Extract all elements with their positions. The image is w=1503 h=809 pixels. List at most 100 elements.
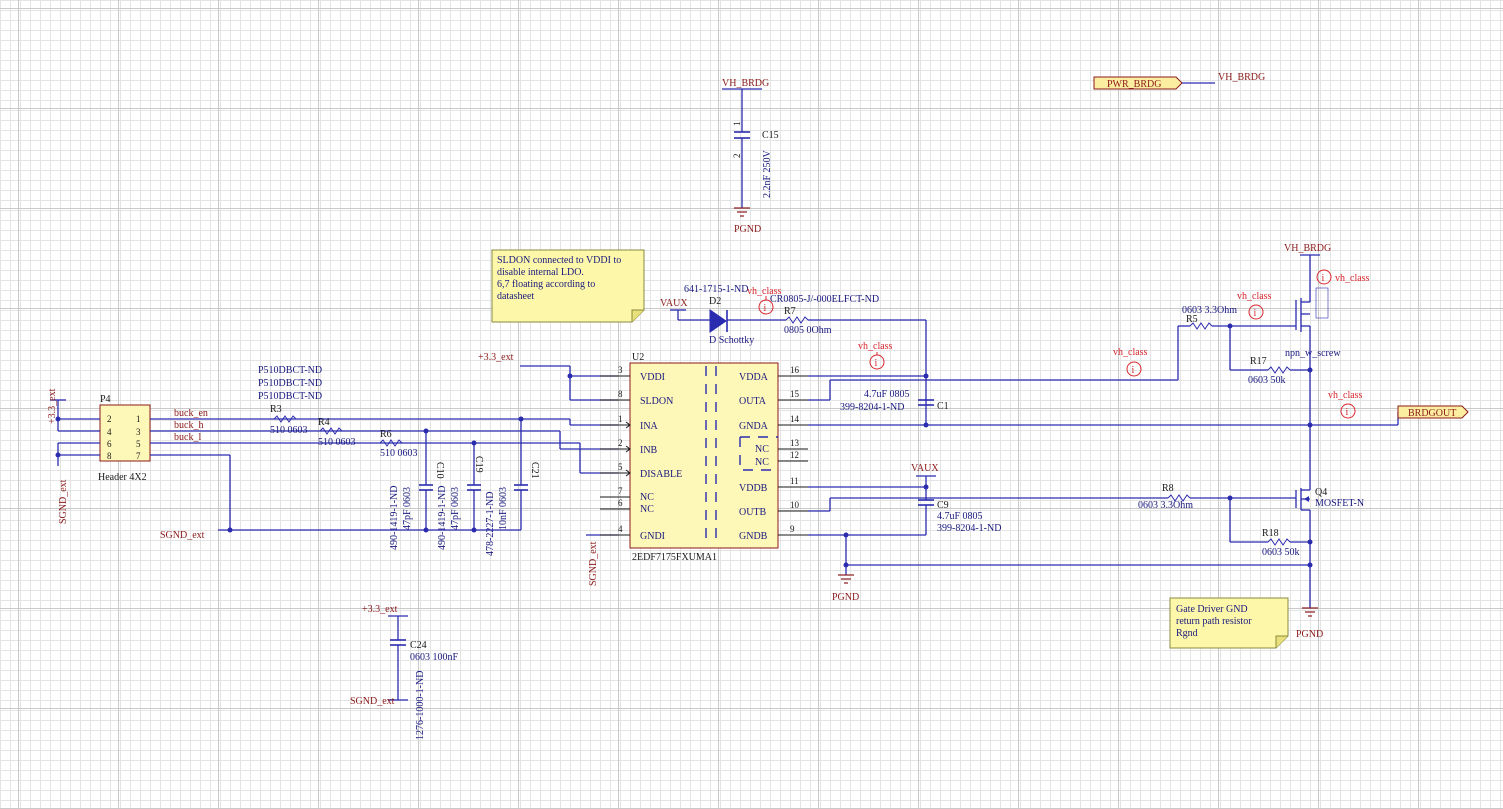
c19-value: 47pF 0603	[450, 487, 461, 530]
p4-pin-5: 5	[136, 439, 141, 449]
info-circle-icon: i	[1132, 365, 1135, 376]
pin-8-num: 8	[618, 389, 623, 399]
directive-vh-class-d2[interactable]: vh_class i	[747, 286, 782, 315]
diode-d2[interactable]: D2 641-1715-1-ND D Schottky	[684, 284, 754, 346]
net-label-vh-brdg-port: VH_BRDG	[1218, 72, 1265, 83]
pin-9-num: 9	[790, 524, 795, 534]
capacitor-c19[interactable]: C19 490-1419-1-ND 47pF 0603	[437, 440, 484, 551]
d2-comment: D Schottky	[709, 335, 754, 346]
directive-vh-class-r5-label: vh_class	[1237, 291, 1272, 302]
r7-part: CR0805-J/-000ELFCT-ND	[770, 294, 879, 305]
net-label-buck-en: buck_en	[174, 408, 208, 419]
pin-1-num: 1	[618, 414, 623, 424]
pin-vddi: VDDI	[640, 372, 665, 383]
pin-13-num: 13	[790, 438, 800, 448]
directive-vh-class-outa-label: vh_class	[858, 341, 893, 352]
p4-comment: Header 4X2	[98, 472, 147, 483]
capacitor-c1[interactable]: C1 4.7uF 0805 399-8204-1-ND	[840, 389, 949, 413]
resistor-r4[interactable]: R4 510 0603	[318, 417, 356, 448]
q4-comment: MOSFET-N	[1315, 498, 1364, 509]
r8-designator: R8	[1162, 483, 1174, 494]
ground-symbol-gndb	[838, 574, 854, 584]
mosfet-q4[interactable]: Q4 MOSFET-N	[1295, 487, 1364, 511]
c10-part: 490-1419-1-ND	[389, 486, 400, 550]
port-brdgout[interactable]: BRDGOUT	[1397, 405, 1469, 419]
pin-5-num: 5	[618, 462, 623, 472]
note-sldon[interactable]: SLDON connected to VDDI to disable inter…	[491, 249, 645, 323]
capacitor-c10[interactable]: C10 490-1419-1-ND 47pF 0603	[389, 428, 445, 551]
directive-vh-class-r5[interactable]: vh_class i	[1237, 291, 1272, 320]
r7-designator: R7	[784, 306, 796, 317]
directive-vh-class-brdgout[interactable]: vh_class i	[1328, 390, 1363, 419]
r18-designator: R18	[1262, 528, 1279, 539]
p4-pin-8: 8	[107, 451, 112, 461]
info-circle-icon: i	[1322, 273, 1325, 284]
r5-value: 0603 3.3Ohm	[1182, 305, 1237, 316]
pin-12-num: 12	[790, 450, 799, 460]
pin-15-num: 15	[790, 389, 800, 399]
p4-pin-3: 3	[136, 427, 141, 437]
note-gate-driver[interactable]: Gate Driver GND return path resistor Rgn…	[1169, 597, 1289, 649]
port-brdgout-label: BRDGOUT	[1408, 408, 1456, 419]
pin-inb: INB	[640, 445, 658, 456]
pin-nc-12: NC	[755, 457, 769, 468]
ground-symbol-q4	[1302, 607, 1318, 617]
pin-outa: OUTA	[739, 396, 767, 407]
pin-4-num: 4	[618, 524, 623, 534]
c19-part: 490-1419-1-ND	[437, 486, 448, 550]
resistor-r8[interactable]: R8 0603 3.3Ohm	[1138, 483, 1193, 511]
capacitor-c9[interactable]: C9 4.7uF 0805 399-8204-1-ND	[918, 499, 1001, 535]
r17-designator: R17	[1250, 356, 1267, 367]
resistor-r17[interactable]: R17 0603 50k	[1248, 356, 1291, 386]
net-label-pgnd-c15: PGND	[734, 224, 761, 235]
capacitor-c24[interactable]: C24 0603 100nF 1276-1000-1-ND	[390, 639, 459, 740]
pin-10-num: 10	[790, 500, 800, 510]
transistor-npn-w-screw[interactable]: npn_w_screw	[1285, 287, 1341, 359]
c21-designator: C21	[529, 462, 540, 479]
directive-vh-class-outa[interactable]: vh_class i	[858, 341, 893, 370]
c24-part: 1276-1000-1-ND	[415, 671, 426, 740]
info-circle-icon: i	[875, 358, 878, 369]
directive-vh-class-outa-right-label: vh_class	[1113, 347, 1148, 358]
net-label-buck-l: buck_l	[174, 432, 201, 443]
port-pwr-brdg[interactable]: PWR_BRDG VH_BRDG	[1093, 72, 1265, 90]
capacitor-c15[interactable]: VH_BRDG 1 2 C15 2.2nF 250V PGND	[722, 78, 779, 235]
pin-7-num: 7	[618, 486, 623, 496]
pin-gndb: GNDB	[739, 531, 768, 542]
directive-vh-class-outa-right[interactable]: vh_class i	[1113, 347, 1148, 377]
header-part-3: P510DBCT-ND	[258, 391, 322, 402]
pin-disable: DISABLE	[640, 469, 682, 480]
r18-value: 0603 50k	[1262, 547, 1300, 558]
resistor-r5[interactable]: R5 0603 3.3Ohm	[1182, 305, 1237, 330]
net-label-vh-brdg-c15: VH_BRDG	[722, 78, 769, 89]
c15-designator: C15	[762, 130, 779, 141]
c1-value: 4.7uF 0805	[864, 389, 910, 400]
resistor-r3[interactable]: R3 510 0603	[270, 404, 308, 436]
c9-designator: C9	[937, 500, 949, 511]
resistor-r7[interactable]: R7 0805 0Ohm CR0805-J/-000ELFCT-ND	[770, 294, 879, 336]
c19-designator: C19	[473, 456, 484, 473]
net-label-vaux-d2: VAUX	[660, 298, 688, 309]
header-p4[interactable]: P4 2 4 6 8 1 3 5 7 Header 4X2 +3.3_ext S…	[47, 388, 230, 524]
note-gate-line1: Gate Driver GND	[1176, 604, 1248, 615]
c24-designator: C24	[410, 640, 427, 651]
p4-pin-4: 4	[107, 427, 112, 437]
c21-value: 10nF 0603	[498, 487, 509, 530]
pin-vddb: VDDB	[739, 483, 768, 494]
d2-part: 641-1715-1-ND	[684, 284, 748, 295]
resistor-r6[interactable]: R6 510 0603	[379, 429, 418, 459]
resistor-r18[interactable]: R18 0603 50k	[1262, 528, 1300, 558]
r4-designator: R4	[318, 417, 330, 428]
p4-pin-1: 1	[136, 414, 141, 424]
capacitor-c21[interactable]: C21 478-2227-1-ND 10nF 0603	[485, 416, 540, 557]
r17-value: 0603 50k	[1248, 375, 1286, 386]
net-label-sgnd-header: SGND_ext	[58, 479, 69, 524]
c15-pin1: 1	[732, 122, 742, 127]
ic-u2-name: 2EDF7175FXUMA1	[632, 552, 717, 563]
q4-designator: Q4	[1315, 487, 1327, 498]
net-label-p33-header: +3.3_ext	[47, 388, 58, 424]
directive-vh-class-q-top[interactable]: i vh_class	[1316, 269, 1370, 285]
